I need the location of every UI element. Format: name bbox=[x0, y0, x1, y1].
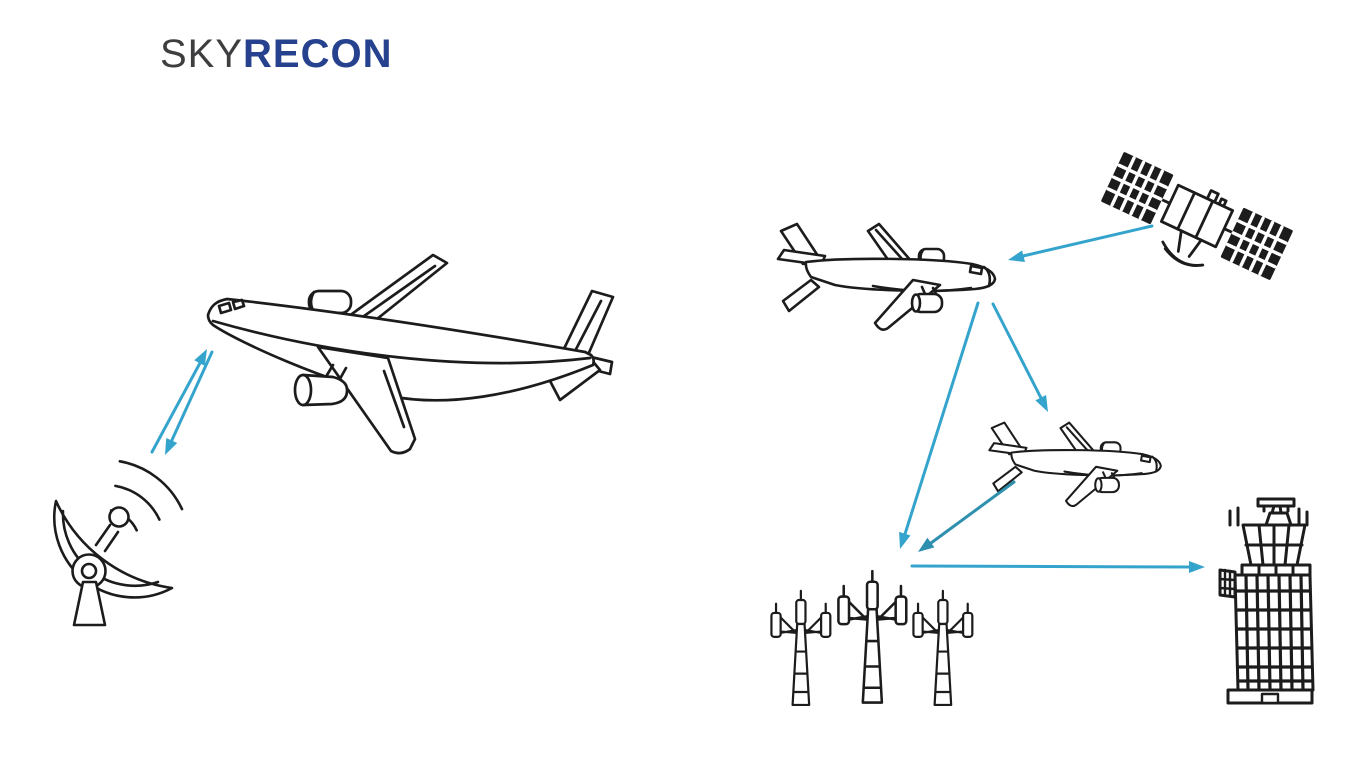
pedestal-base bbox=[72, 580, 107, 627]
arrow-line bbox=[991, 302, 1043, 400]
radar-bar bbox=[1256, 497, 1296, 508]
arrowhead bbox=[1008, 250, 1025, 262]
base-door bbox=[1260, 692, 1280, 705]
tower-body-windows bbox=[1235, 575, 1313, 690]
dish-horn bbox=[1176, 229, 1203, 258]
signal-wave-outer bbox=[118, 460, 184, 511]
arrow-line bbox=[910, 564, 1192, 569]
aircraft-follower-icon bbox=[988, 421, 1162, 508]
arrowhead bbox=[1189, 561, 1205, 573]
mount-joint-hub bbox=[80, 562, 98, 580]
solar-panel-left bbox=[1101, 152, 1174, 225]
satellite-icon bbox=[1101, 152, 1293, 280]
satellite-to-aircraft-arrow bbox=[1008, 224, 1154, 262]
near-wing-flap-line bbox=[382, 369, 406, 429]
cell-tower-middle-icon bbox=[837, 569, 908, 704]
body-ribs bbox=[1176, 191, 1215, 239]
cell-towers-icon bbox=[770, 569, 974, 707]
tail-fin-line bbox=[571, 299, 603, 357]
near-engine bbox=[301, 373, 349, 407]
arrowhead bbox=[899, 531, 911, 549]
skyrecon-logo: SKYRECON bbox=[160, 34, 393, 74]
cell-tower-right-icon bbox=[912, 589, 974, 707]
side-wing bbox=[1218, 568, 1237, 599]
aircraft-to-aircraft-arrow bbox=[991, 302, 1048, 412]
logo-text-sky: SKY bbox=[160, 32, 244, 76]
uplink-arrow-line bbox=[150, 361, 202, 454]
fuselage bbox=[206, 297, 596, 402]
aircraft-lead-icon bbox=[776, 222, 997, 331]
atc-tower-icon bbox=[1218, 497, 1315, 705]
downlink-arrow-line bbox=[170, 350, 214, 442]
dish-feed-knob bbox=[108, 506, 130, 528]
dish-mouth bbox=[1161, 240, 1205, 268]
ground-to-atc-arrow bbox=[910, 561, 1205, 573]
cell-tower-left-icon bbox=[770, 589, 832, 707]
arrow-line bbox=[903, 301, 980, 536]
arrowhead bbox=[918, 537, 935, 552]
deck-dividers bbox=[1257, 563, 1295, 577]
near-engine-inlet bbox=[293, 373, 313, 407]
roof-antennas bbox=[1228, 506, 1309, 527]
radar-mount bbox=[1264, 511, 1293, 527]
fuselage-crease bbox=[211, 319, 592, 365]
solar-panel-right bbox=[1220, 207, 1293, 280]
arrow-line bbox=[1021, 224, 1154, 258]
aircraft-to-ground-arrow bbox=[899, 301, 980, 549]
satellite-body bbox=[1159, 183, 1235, 249]
downlink-arrowhead bbox=[165, 438, 178, 455]
engine-pylon bbox=[325, 363, 348, 379]
side-wing-windows bbox=[1218, 568, 1237, 598]
panel-cells bbox=[1106, 156, 1168, 220]
signal-wave-middle bbox=[114, 484, 161, 521]
ground-station-icon bbox=[53, 460, 184, 627]
arrow-line bbox=[929, 480, 1016, 545]
uplink-arrow bbox=[150, 349, 207, 454]
uplink-arrowhead bbox=[194, 349, 207, 366]
follower-to-ground-arrow bbox=[918, 480, 1016, 552]
downlink-arrow bbox=[165, 350, 214, 455]
radar-legs bbox=[1262, 504, 1290, 515]
logo-text-recon: RECON bbox=[243, 32, 393, 76]
dish-feed-arm bbox=[94, 523, 120, 553]
tail-fin bbox=[558, 289, 615, 359]
arrowhead bbox=[1035, 395, 1048, 412]
far-wing-flap-line bbox=[355, 264, 437, 323]
panel-cells bbox=[1226, 212, 1288, 276]
cab-windows bbox=[1244, 523, 1304, 567]
cockpit-windows bbox=[217, 298, 246, 315]
aircraft-main-icon bbox=[206, 253, 615, 455]
